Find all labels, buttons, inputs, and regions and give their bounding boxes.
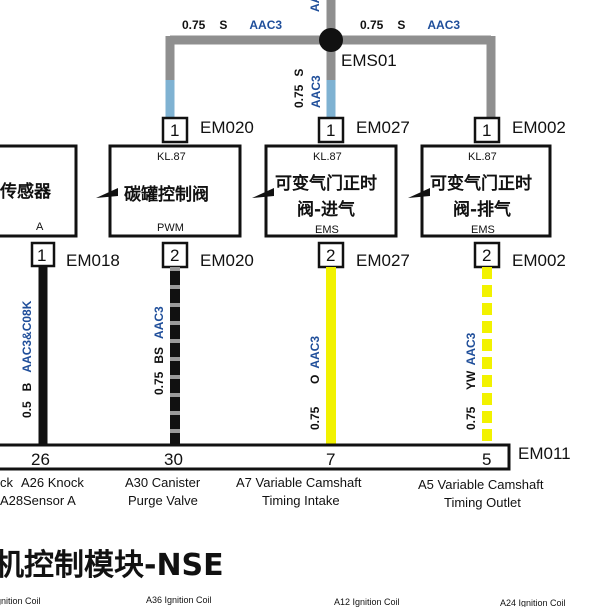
left-branch-gauge: 0.75 bbox=[182, 18, 206, 32]
vvt-exhaust-wire-gauge: 0.75 bbox=[464, 406, 478, 430]
right-branch-color: S bbox=[397, 18, 405, 32]
splice-node bbox=[319, 28, 343, 52]
top-bus bbox=[165, 0, 496, 118]
canister-valve-component: 1 EM020 KL.87 碳罐控制阀 PWM 2 EM020 bbox=[96, 116, 254, 270]
vvt-exhaust-name-line1: 可变气门正时 bbox=[430, 173, 532, 194]
left-branch-label: 0.75 S AAC3 bbox=[182, 18, 282, 32]
knock-wire-circuit: AAC3&C08K bbox=[20, 300, 34, 372]
knock-sensor-bottom-label: A bbox=[36, 221, 44, 233]
vvt-exhaust-pin-bottom: 2 bbox=[482, 246, 491, 265]
canister-valve-symbol-icon bbox=[96, 188, 118, 198]
right-branch-circuit: AAC3 bbox=[427, 18, 460, 32]
canister-wire-gauge: 0.75 bbox=[152, 371, 166, 395]
center-branch-gauge: 0.75 bbox=[292, 84, 306, 108]
ecu-connector-outline bbox=[0, 443, 511, 471]
center-branch-circuit: AAC3 bbox=[309, 75, 323, 108]
vvt-intake-wire-gauge: 0.75 bbox=[308, 406, 322, 430]
right-branch-label: 0.75 S AAC3 bbox=[360, 18, 460, 32]
ecu-pin-5: 5 bbox=[482, 450, 491, 469]
vvt-intake-pin-box-top bbox=[317, 116, 345, 144]
canister-valve-pin-top: 1 bbox=[170, 121, 179, 140]
knock-sensor-connector-bottom: EM018 bbox=[66, 251, 120, 270]
canister-valve-connector-top: EM020 bbox=[200, 118, 254, 137]
ecu-pin-30-func-line2: Purge Valve bbox=[128, 493, 198, 508]
knock-sensor-box bbox=[0, 144, 78, 238]
vvt-exhaust-component: 1 EM002 KL.87 可变气门正时 阀-排气 EMS 2 EM002 bbox=[408, 116, 566, 270]
vvt-exhaust-connector-bottom: EM002 bbox=[512, 251, 566, 270]
canister-valve-pin-bottom: 2 bbox=[170, 246, 179, 265]
vvt-intake-pin-bottom: 2 bbox=[326, 246, 335, 265]
knock-sensor-pin-box-bottom bbox=[30, 241, 56, 268]
canister-valve-bottom-label: PWM bbox=[157, 222, 184, 234]
ecu-pin-5-func-line1: A5 Variable Camshaft bbox=[418, 477, 544, 492]
canister-valve-connector-bottom: EM020 bbox=[200, 251, 254, 270]
vvt-intake-pin-top: 1 bbox=[326, 121, 335, 140]
vvt-intake-top-label: KL.87 bbox=[313, 151, 342, 163]
vvt-exhaust-wire-color: YW bbox=[464, 370, 478, 390]
vvt-intake-wire-color: O bbox=[308, 375, 322, 384]
module-title: 机控制模块-NSE bbox=[0, 548, 224, 583]
ecu-pin-26-func-line1: A26 Knock bbox=[21, 475, 84, 490]
canister-valve-pin-box-top bbox=[161, 116, 189, 144]
vvt-intake-bottom-label: EMS bbox=[315, 224, 339, 236]
knock-sensor-component: 传感器 A 1 EM018 bbox=[0, 144, 120, 270]
vvt-exhaust-symbol-icon bbox=[408, 188, 430, 198]
ecu-pin-30: 30 bbox=[164, 450, 183, 469]
vvt-intake-wire-label-color: O AAC3 bbox=[308, 336, 322, 384]
right-branch-gauge: 0.75 bbox=[360, 18, 384, 32]
knock-sensor-name: 传感器 bbox=[0, 181, 52, 202]
ecu-left-partial-line2: A28 bbox=[0, 493, 23, 508]
center-branch-color: S bbox=[292, 69, 306, 77]
canister-valve-box bbox=[108, 144, 242, 238]
ecu-pin-7-func-line1: A7 Variable Camshaft bbox=[236, 475, 362, 490]
center-branch-label: 0.75 S bbox=[292, 69, 306, 108]
vvt-exhaust-pin-box-top bbox=[473, 116, 501, 144]
canister-wire-color: BS bbox=[152, 347, 166, 364]
left-branch-circuit: AAC3 bbox=[249, 18, 282, 32]
knock-wire-label: 0.5 B AAC3&C08K bbox=[20, 300, 34, 418]
ignition-label-2: A36 Ignition Coil bbox=[146, 595, 212, 605]
canister-wire-label: 0.75 BS AAC3 bbox=[152, 306, 166, 395]
ignition-label-4: A24 Ignition Coil bbox=[500, 598, 566, 607]
vvt-intake-name-line1: 可变气门正时 bbox=[275, 173, 377, 194]
ecu-pin-5-func-line2: Timing Outlet bbox=[444, 495, 521, 510]
vvt-intake-connector-top: EM027 bbox=[356, 118, 410, 137]
ignition-label-1: gnition Coil bbox=[0, 596, 41, 606]
vvt-exhaust-top-label: KL.87 bbox=[468, 151, 497, 163]
vvt-intake-box bbox=[264, 144, 398, 238]
vvt-exhaust-connector-top: EM002 bbox=[512, 118, 566, 137]
ecu-pin-7: 7 bbox=[326, 450, 335, 469]
top-wire-partial-label: AA bbox=[308, 0, 322, 12]
vvt-intake-connector-bottom: EM027 bbox=[356, 251, 410, 270]
canister-valve-name: 碳罐控制阀 bbox=[124, 184, 209, 205]
vvt-exhaust-wire-label-color: YW AAC3 bbox=[464, 332, 478, 390]
knock-sensor-pin-bottom: 1 bbox=[37, 246, 46, 265]
vvt-intake-wire-circuit: AAC3 bbox=[308, 336, 322, 369]
vvt-exhaust-wire-circuit: AAC3 bbox=[464, 332, 478, 365]
canister-wire-circuit: AAC3 bbox=[152, 306, 166, 339]
ecu-pin-26: 26 bbox=[31, 450, 50, 469]
knock-wire-gauge: 0.5 bbox=[20, 401, 34, 418]
vvt-exhaust-bottom-label: EMS bbox=[471, 224, 495, 236]
splice-label: EMS01 bbox=[341, 51, 397, 70]
ecu-connector: EM011 26 30 7 5 bbox=[0, 443, 571, 471]
canister-valve-pin-box-bottom bbox=[161, 241, 189, 269]
ecu-left-partial-line1: ck bbox=[0, 475, 14, 490]
vvt-intake-component: 1 EM027 KL.87 可变气门正时 阀-进气 EMS 2 EM027 bbox=[252, 116, 410, 270]
knock-wire-color: B bbox=[20, 382, 34, 391]
canister-valve-top-label: KL.87 bbox=[157, 151, 186, 163]
ecu-pin-26-func-line2: Sensor A bbox=[23, 493, 76, 508]
vvt-intake-name-line2: 阀-进气 bbox=[297, 199, 355, 220]
ignition-label-3: A12 Ignition Coil bbox=[334, 597, 400, 607]
ecu-connector-id: EM011 bbox=[518, 444, 571, 463]
ecu-pin-30-func-line1: A30 Canister bbox=[125, 475, 201, 490]
vvt-exhaust-pin-top: 1 bbox=[482, 121, 491, 140]
vvt-intake-symbol-icon bbox=[252, 188, 274, 198]
vvt-exhaust-name-line2: 阀-排气 bbox=[453, 199, 511, 220]
ecu-pin-7-func-line2: Timing Intake bbox=[262, 493, 340, 508]
left-branch-color: S bbox=[219, 18, 227, 32]
vvt-exhaust-box bbox=[420, 144, 552, 238]
